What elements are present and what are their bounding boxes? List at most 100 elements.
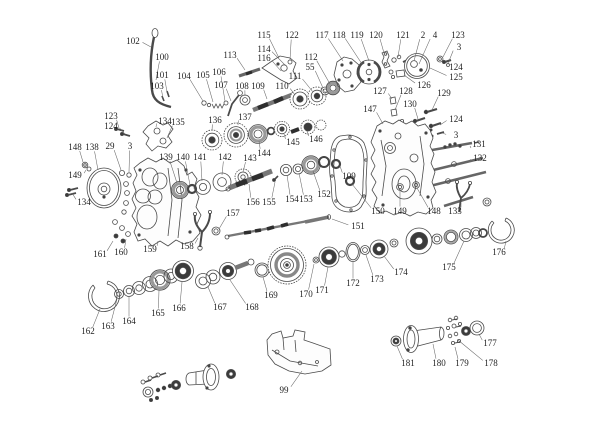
pivot-121-b <box>396 54 402 60</box>
leader-line-119 <box>360 38 370 62</box>
part-label-142: 142 <box>218 152 232 162</box>
bolt-123L <box>116 128 125 132</box>
leader-line-111 <box>302 78 314 93</box>
shift-fork-133 <box>455 182 471 213</box>
part-label-140: 140 <box>176 152 190 162</box>
shifter-shaft-band <box>245 70 253 76</box>
hub-180-flange-inner <box>406 329 416 349</box>
final-gear-rim <box>270 248 304 282</box>
hub-left-dot-a <box>207 364 211 368</box>
bolt-124L-head <box>120 131 125 136</box>
bolt-134-bottom-b-head <box>67 187 72 192</box>
axle-dot-e <box>154 395 159 400</box>
countershaft-spline-b <box>251 172 264 182</box>
housing-159-bore-b <box>152 172 168 190</box>
part-label-178: 178 <box>484 358 498 368</box>
part-label-113: 113 <box>223 50 237 60</box>
part-label-29: 29 <box>106 141 116 151</box>
leader-line-109 <box>339 165 343 173</box>
leader-line-129 <box>431 96 439 111</box>
leader-line-148 <box>416 187 429 208</box>
leader-line-112 <box>316 60 331 85</box>
gasket-hole-b <box>330 174 334 178</box>
leader-line-154 <box>286 174 291 195</box>
housing-159-bore-c <box>135 188 151 204</box>
leader-line-153 <box>298 172 304 195</box>
roller-175 <box>443 229 459 245</box>
cover-disc-dot <box>102 195 106 199</box>
input-shaft-spline-a <box>257 101 269 111</box>
leader-line-130 <box>414 107 419 120</box>
ring-149b <box>396 183 404 191</box>
housing-dot-d <box>137 233 141 237</box>
part-label-3: 3 <box>454 130 459 140</box>
countershaft-spline-a <box>235 178 248 188</box>
snap-plate-gap-a <box>92 284 96 289</box>
bearing-165-mid <box>150 270 170 290</box>
ring-149b-bore <box>397 184 403 190</box>
part-label-123: 123 <box>451 30 465 40</box>
part-label-170: 170 <box>299 289 313 299</box>
leader-line-143 <box>242 161 246 173</box>
leader-line-178 <box>457 339 483 361</box>
axle-bolt-b <box>147 375 153 381</box>
part-label-124: 124 <box>449 114 463 124</box>
ring-157-bore <box>213 228 219 234</box>
washer-123t-bore <box>438 57 442 61</box>
snap-plate-176 <box>487 217 515 244</box>
lever-link-120 <box>381 50 391 69</box>
part-label-134: 134 <box>77 197 91 207</box>
shift-rail-2 <box>424 156 484 174</box>
leader-line-152 <box>312 170 320 191</box>
part-label-133: 133 <box>448 206 462 216</box>
part-label-134: 134 <box>158 116 172 126</box>
bolt-shank-b <box>455 325 462 328</box>
axle-dot-d <box>148 397 153 402</box>
hub-left-barrel <box>185 369 209 386</box>
sleeve-154-bore <box>282 166 290 174</box>
rail2-collar <box>451 161 457 167</box>
input-shaft-spline-b <box>273 95 284 105</box>
part-label-105: 105 <box>196 70 210 80</box>
rail1-ball-c <box>453 142 457 146</box>
leader-line-120 <box>379 39 385 54</box>
leader-line-123 <box>442 38 453 58</box>
leader-line-106 <box>220 76 226 102</box>
backing-plate-bore <box>342 69 352 79</box>
part-label-143: 143 <box>243 153 257 163</box>
final-gear-dot <box>285 263 289 267</box>
bearing-150b <box>330 158 342 170</box>
hub-180-flange <box>403 325 419 353</box>
leader-line-173 <box>365 254 374 275</box>
leader-line-116 <box>271 60 282 72</box>
part-label-153: 153 <box>299 194 313 204</box>
ball-170-bore <box>314 258 318 262</box>
washer-168b <box>247 258 255 266</box>
axle-bolt-a <box>140 379 146 385</box>
leader-line-134 <box>71 192 77 200</box>
part-label-117: 117 <box>315 30 329 40</box>
washer-167b <box>205 269 221 285</box>
part-label-107: 107 <box>214 80 228 90</box>
gear-110-rim <box>292 91 308 107</box>
gasket-hole-d <box>349 208 353 212</box>
part-label-111: 111 <box>289 71 302 81</box>
part-label-173: 173 <box>370 274 384 284</box>
hub-180-dot-a <box>408 326 412 330</box>
part-label-118: 118 <box>332 30 346 40</box>
leader-line-3 <box>128 150 130 173</box>
leader-line-149 <box>83 169 87 174</box>
bolt-179-d <box>451 323 457 329</box>
housing-147-boss-c <box>394 132 402 140</box>
gasket-hole-a <box>332 148 336 152</box>
part-label-108: 108 <box>235 81 249 91</box>
part-label-174: 174 <box>394 267 408 277</box>
part-label-114: 114 <box>257 44 271 54</box>
part-label-156: 156 <box>246 197 260 207</box>
leader-line-4 <box>418 38 431 65</box>
case-bolt-c <box>125 231 131 237</box>
drum-large-bore <box>414 236 424 246</box>
part-label-130: 130 <box>403 99 417 109</box>
bracket-bore-a <box>153 127 161 135</box>
